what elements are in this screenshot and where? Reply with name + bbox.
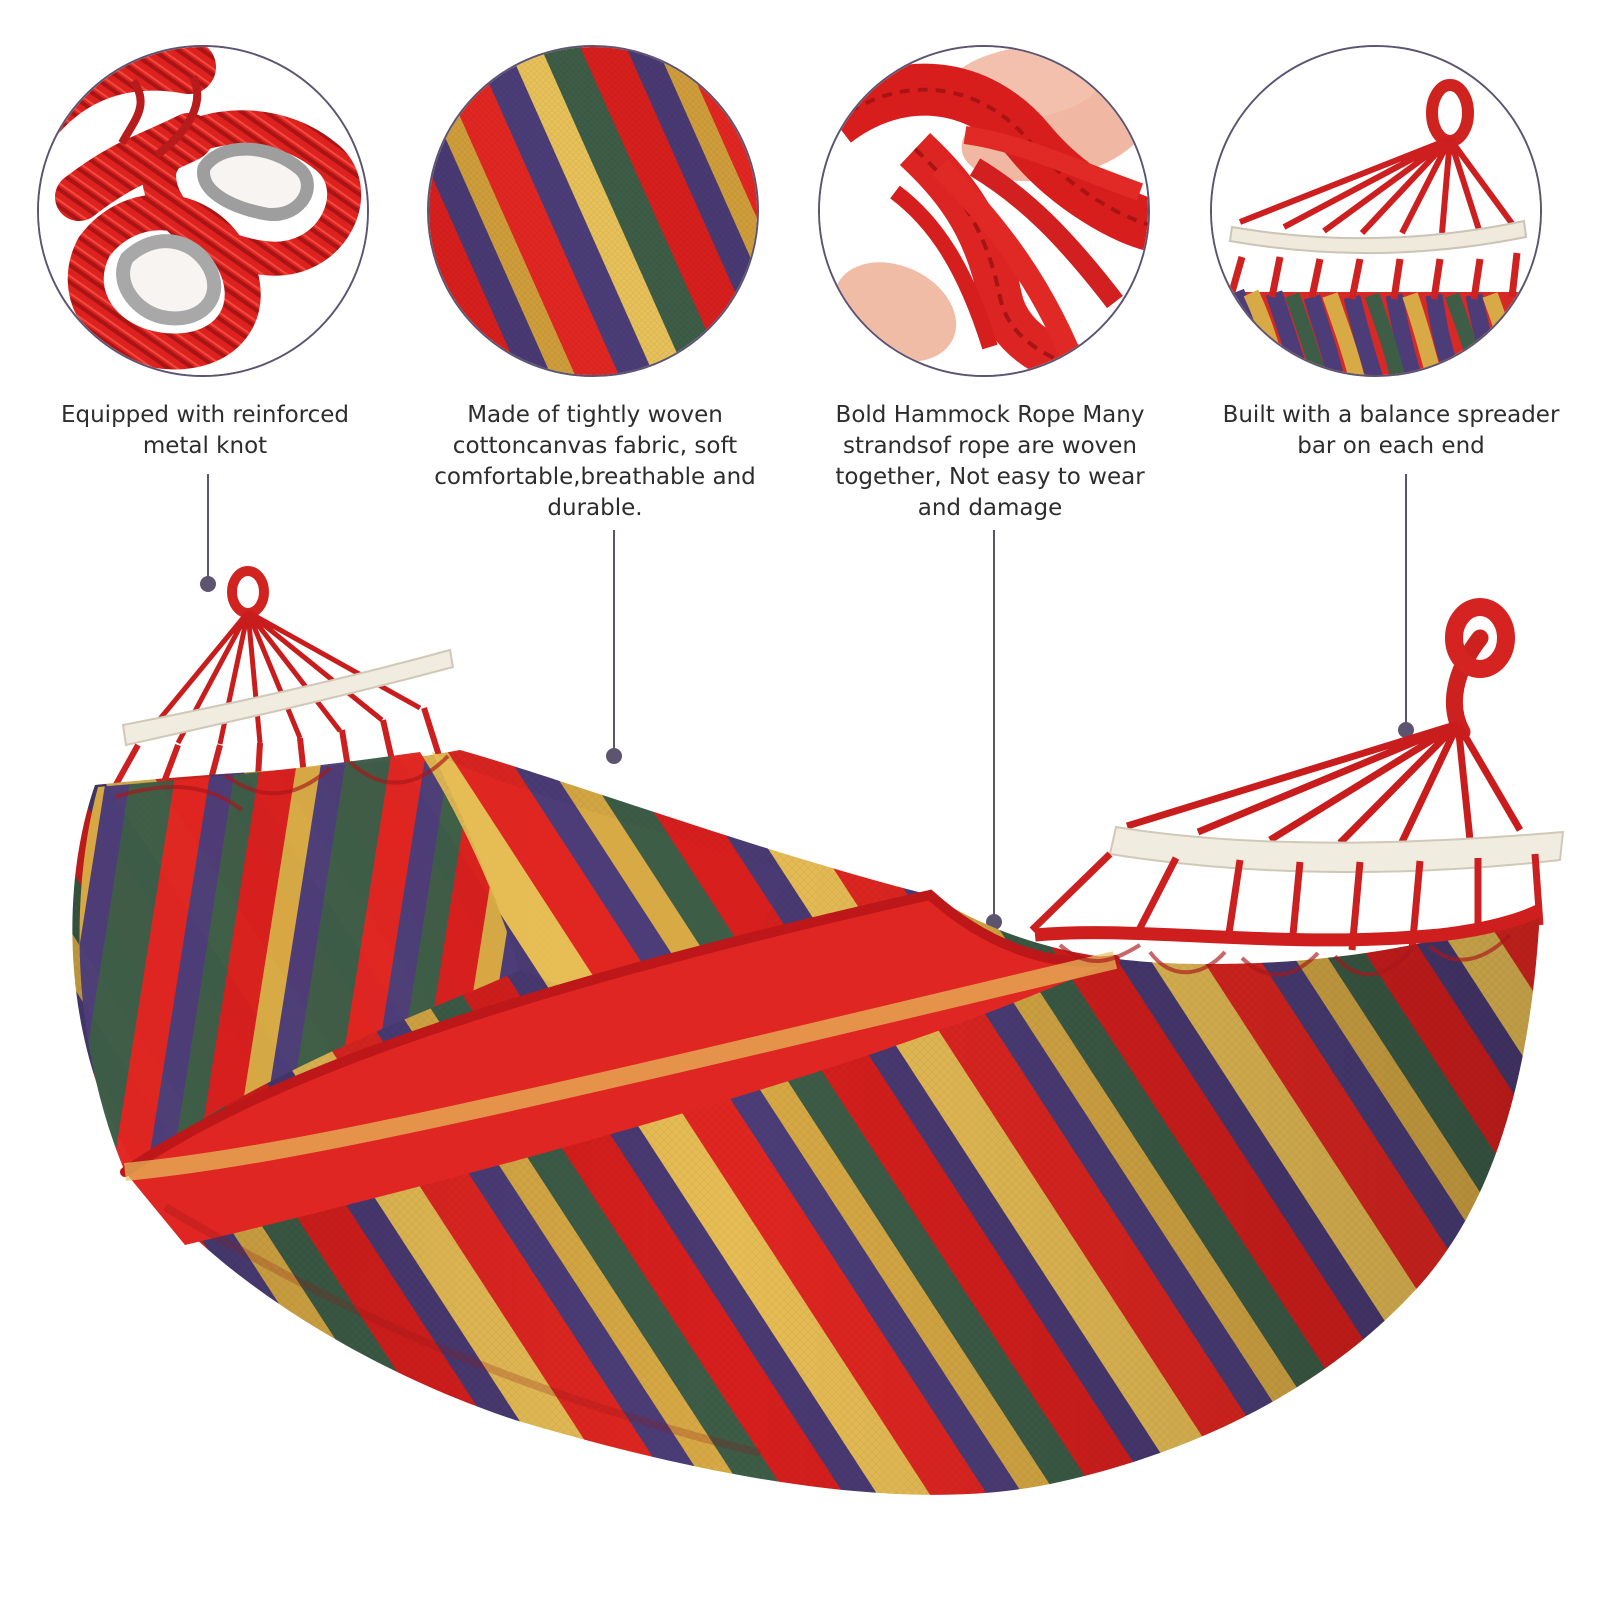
- fabric-leader-dot: [606, 748, 622, 764]
- braided-rope-detail-icon: [820, 47, 1148, 375]
- fabric-feature-caption: Made of tightly woven cottoncanvas fabri…: [434, 402, 756, 521]
- fabric-leader-line: [613, 530, 615, 756]
- fabric-detail-circle: [427, 45, 759, 377]
- knot-feature-caption: Equipped with reinforced metal knot: [60, 402, 350, 459]
- metal-knot-detail-circle: [37, 45, 369, 377]
- spreader-bar-detail-circle: [1210, 45, 1542, 377]
- spreader-bar-detail-icon: [1212, 47, 1540, 375]
- metal-knot-detail-icon: [39, 47, 367, 375]
- braided-rope-detail-circle: [818, 45, 1150, 377]
- rope-feature-caption: Bold Hammock Rope Many strandsof rope ar…: [835, 402, 1145, 521]
- hammock-product-image: [0, 540, 1600, 1580]
- striped-fabric-detail-icon: [429, 47, 757, 375]
- knot-leader-line: [207, 474, 209, 582]
- spreader-bar-leader-dot: [1398, 722, 1414, 738]
- spreader-bar-leader-line: [1405, 474, 1407, 731]
- striped-hammock-icon: [72, 566, 1565, 1495]
- rope-leader-line: [993, 530, 995, 922]
- spreader-bar-feature-caption: Built with a balance spreader bar on eac…: [1222, 402, 1560, 459]
- knot-leader-dot: [200, 576, 216, 592]
